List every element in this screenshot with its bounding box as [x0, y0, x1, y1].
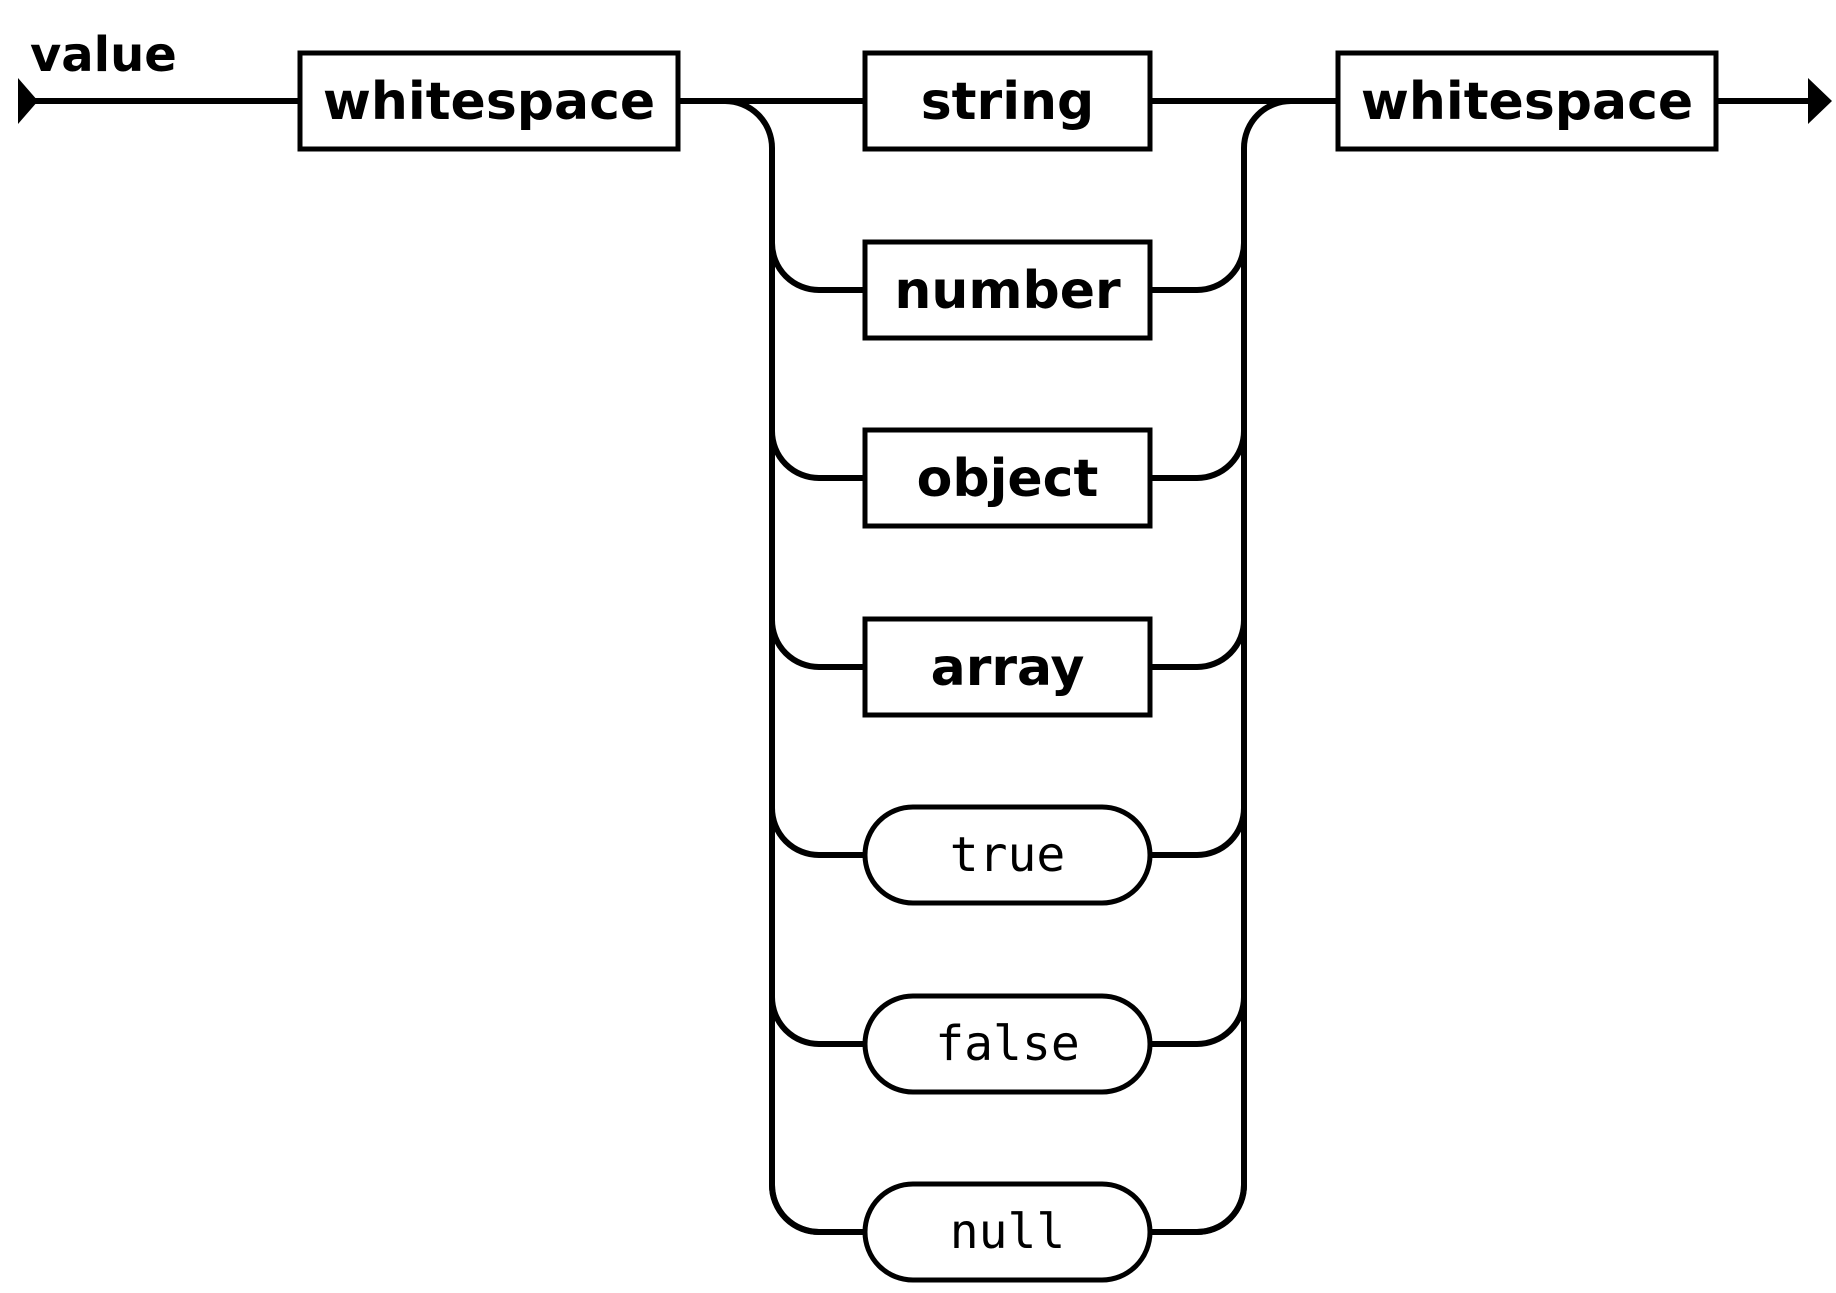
diagram-title: value [30, 27, 177, 83]
choice-label-array: array [931, 638, 1085, 698]
branch-in-null [769, 1184, 865, 1235]
branch-in-false [769, 996, 865, 1047]
branch-out-array [1150, 619, 1247, 670]
branch-out-true [1150, 807, 1247, 858]
whitespace-label-start: whitespace [323, 72, 655, 132]
choice-label-false: false [935, 1016, 1080, 1072]
branch-in-object [769, 430, 865, 481]
right-merge-outer [1196, 148, 1247, 1235]
branch-out-number [1150, 242, 1247, 293]
whitespace-box-start[interactable]: whitespace [297, 50, 681, 152]
branch-connectors [769, 242, 1247, 1235]
choice-object[interactable]: object [862, 427, 1153, 529]
choice-list: string number object array true false null [862, 50, 1153, 1283]
choice-true[interactable]: true [862, 804, 1153, 906]
arrow-right-icon [1808, 78, 1832, 124]
choice-false[interactable]: false [862, 993, 1153, 1095]
choice-null[interactable]: null [862, 1181, 1153, 1283]
branch-in-number [769, 242, 865, 293]
choice-label-string: string [921, 72, 1095, 132]
whitespace-box-end[interactable]: whitespace [1335, 50, 1719, 152]
branch-in-true [769, 807, 865, 858]
branch-out-null [1150, 1184, 1247, 1235]
branch-out-object [1150, 430, 1247, 481]
choice-label-true: true [950, 827, 1066, 883]
choice-label-null: null [950, 1204, 1066, 1260]
left-split-rail [678, 98, 775, 1185]
choice-label-object: object [917, 449, 1099, 509]
choice-label-number: number [894, 261, 1121, 321]
choice-array[interactable]: array [862, 616, 1153, 718]
choice-number[interactable]: number [862, 239, 1153, 341]
branch-out-false [1150, 996, 1247, 1047]
branch-in-array [769, 619, 865, 670]
left-split-outer [769, 148, 820, 1235]
whitespace-label-end: whitespace [1361, 72, 1693, 132]
choice-string[interactable]: string [862, 50, 1153, 152]
right-merge-rail [1241, 98, 1338, 1185]
